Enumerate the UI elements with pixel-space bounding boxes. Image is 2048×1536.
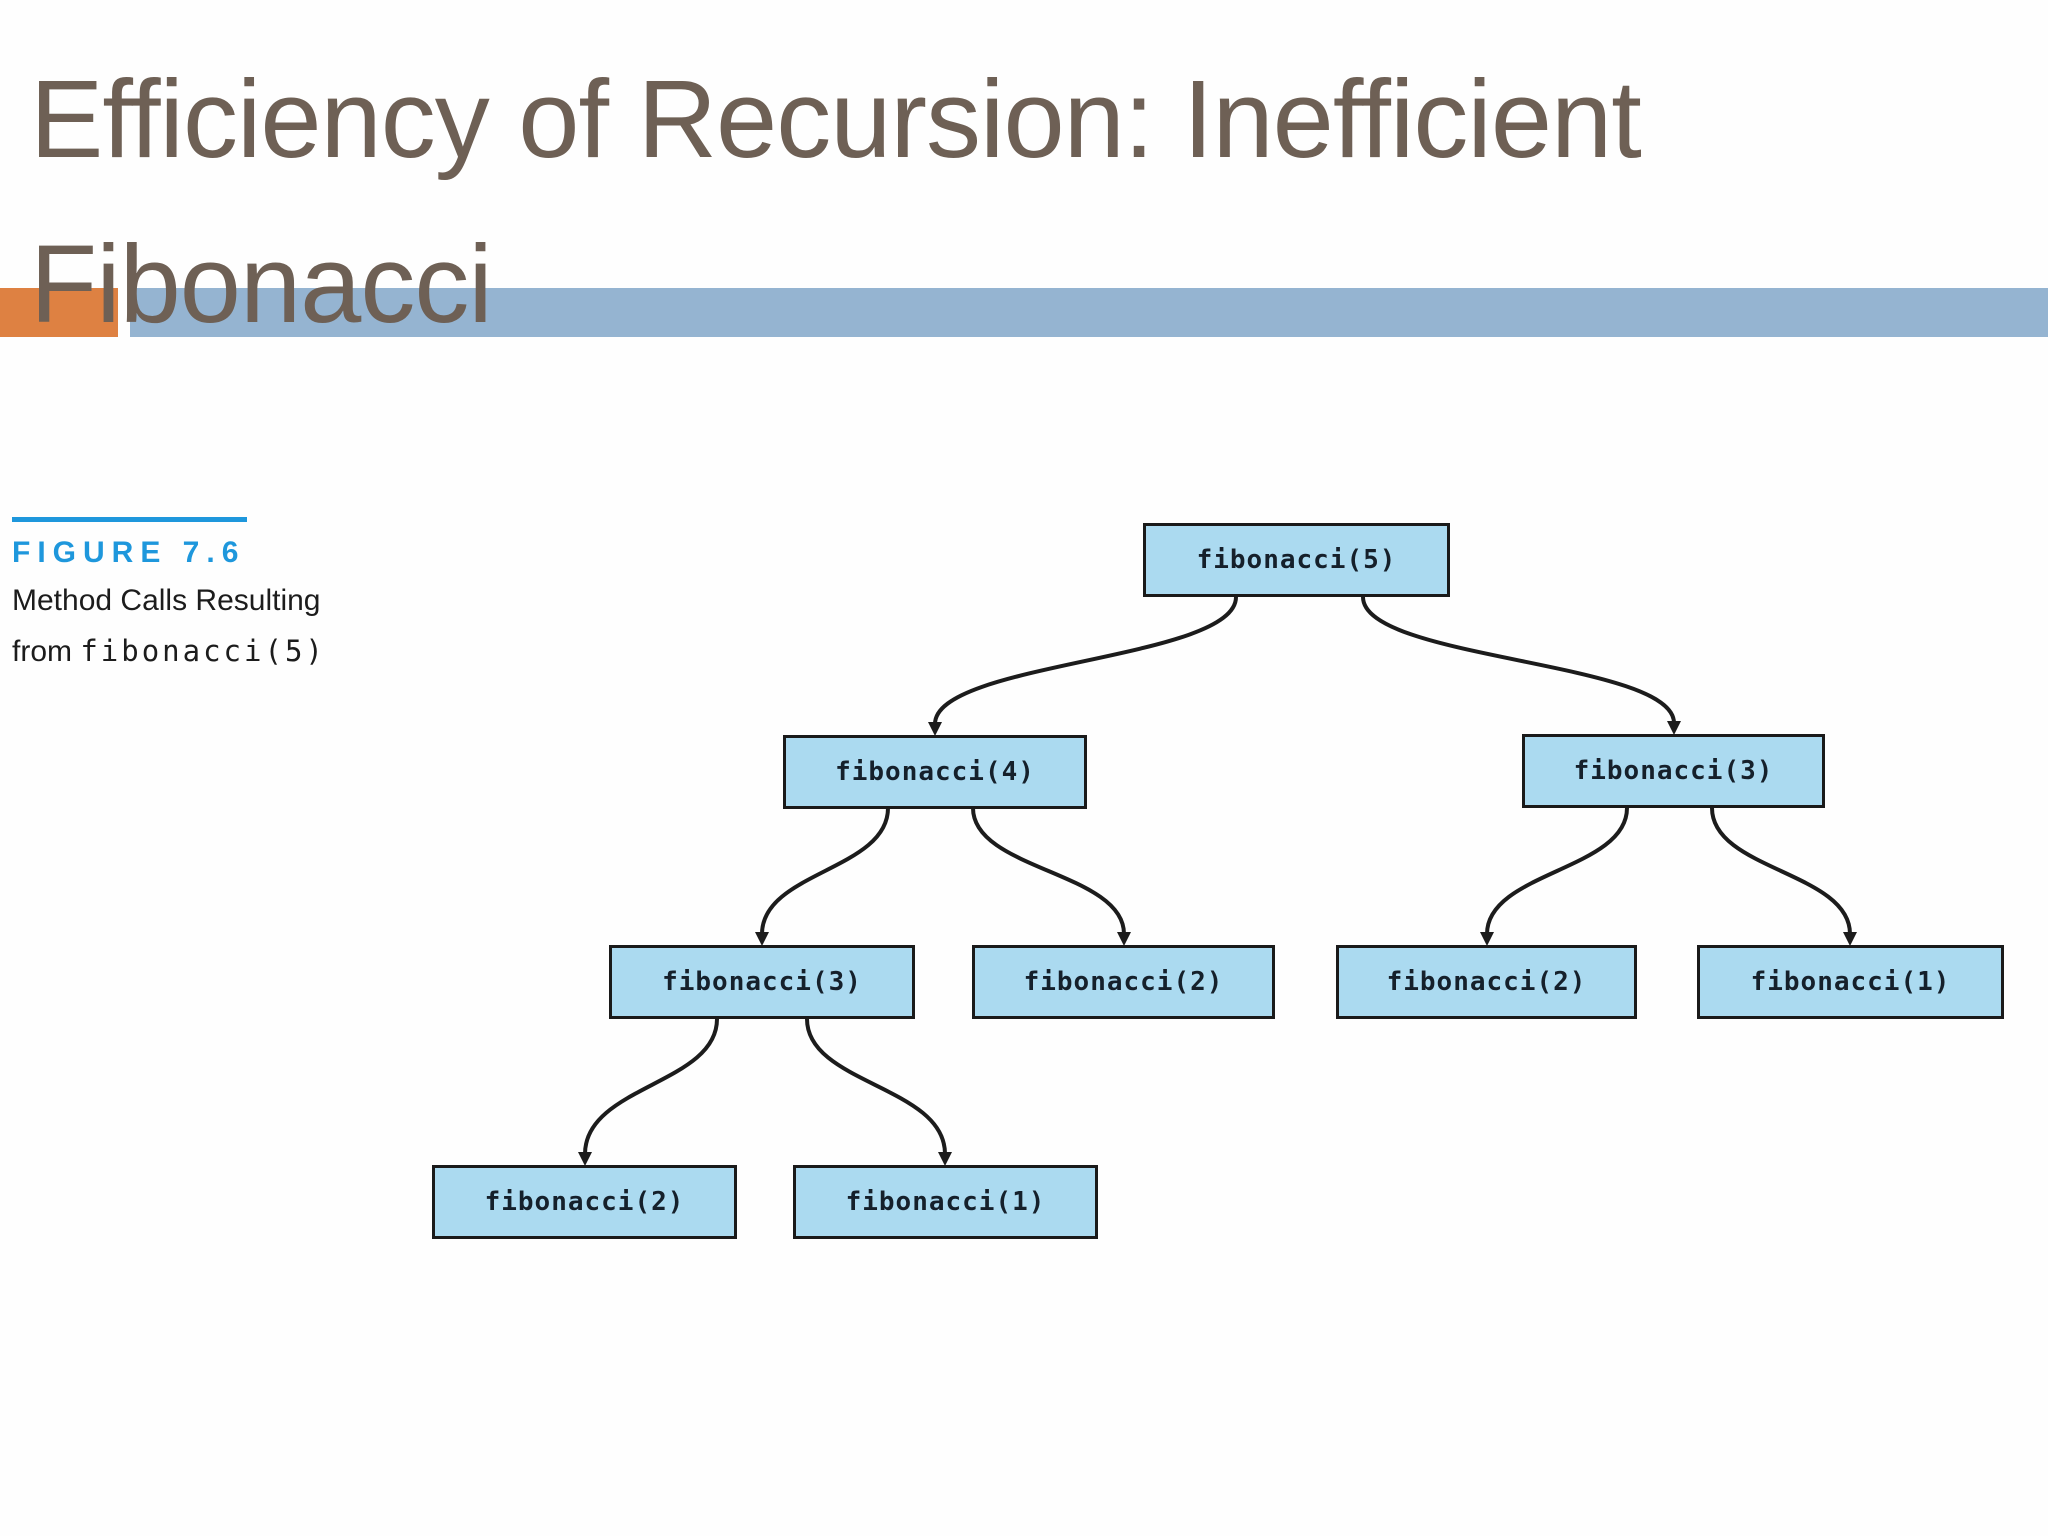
- tree-node-fibonacci1-b: fibonacci(1): [793, 1165, 1098, 1239]
- tree-node-label: fibonacci(3): [1573, 756, 1774, 786]
- tree-node-fibonacci3-left: fibonacci(3): [609, 945, 915, 1019]
- arrowhead: [1480, 932, 1494, 946]
- connector-fib3-fib1: [1710, 807, 1852, 935]
- arrowhead: [1117, 932, 1131, 946]
- connector-fib4-fib3: [760, 807, 890, 935]
- tree-node-fibonacci1-a: fibonacci(1): [1697, 945, 2004, 1019]
- tree-node-label: fibonacci(2): [1023, 967, 1224, 997]
- tree-node-label: fibonacci(4): [835, 757, 1035, 787]
- figure-rule: [12, 517, 247, 522]
- accent-square: [0, 288, 118, 337]
- arrowhead: [755, 932, 769, 946]
- tree-node-fibonacci4: fibonacci(4): [783, 735, 1087, 809]
- tree-node-label: fibonacci(2): [1386, 967, 1587, 997]
- tree-node-fibonacci3-right: fibonacci(3): [1522, 734, 1825, 808]
- arrowhead: [1667, 721, 1681, 735]
- tree-node-fibonacci5: fibonacci(5): [1143, 523, 1450, 597]
- connector-fib3l-fib1: [805, 1018, 947, 1155]
- figure-label: FIGURE 7.6: [12, 536, 246, 569]
- connector-fib5-fib4: [933, 596, 1238, 725]
- title-rule-bar: [130, 288, 2048, 337]
- figure-caption-line2: from fibonacci(5): [12, 634, 326, 669]
- arrowhead: [928, 722, 942, 736]
- figure-caption-line1: Method Calls Resulting: [12, 584, 321, 617]
- tree-node-label: fibonacci(1): [1750, 967, 1951, 997]
- tree-node-fibonacci2-b: fibonacci(2): [1336, 945, 1637, 1019]
- arrowhead: [938, 1152, 952, 1166]
- tree-node-fibonacci2-a: fibonacci(2): [972, 945, 1275, 1019]
- tree-node-label: fibonacci(2): [484, 1187, 685, 1217]
- arrowhead: [1843, 932, 1857, 946]
- connector-fib4-fib2: [971, 807, 1126, 935]
- tree-node-fibonacci2-c: fibonacci(2): [432, 1165, 737, 1239]
- arrowhead: [578, 1152, 592, 1166]
- figure-caption-code: fibonacci(5): [80, 634, 326, 668]
- tree-node-label: fibonacci(3): [662, 967, 862, 997]
- connector-fib3-fib2: [1485, 807, 1629, 935]
- connector-fib5-fib3: [1361, 596, 1676, 724]
- tree-node-label: fibonacci(5): [1196, 545, 1397, 575]
- tree-node-label: fibonacci(1): [845, 1187, 1046, 1217]
- slide-title: Efficiency of Recursion: Inefficient Fib…: [30, 58, 1642, 346]
- figure-caption-prefix: from: [12, 635, 81, 668]
- connector-fib3l-fib2: [583, 1018, 719, 1155]
